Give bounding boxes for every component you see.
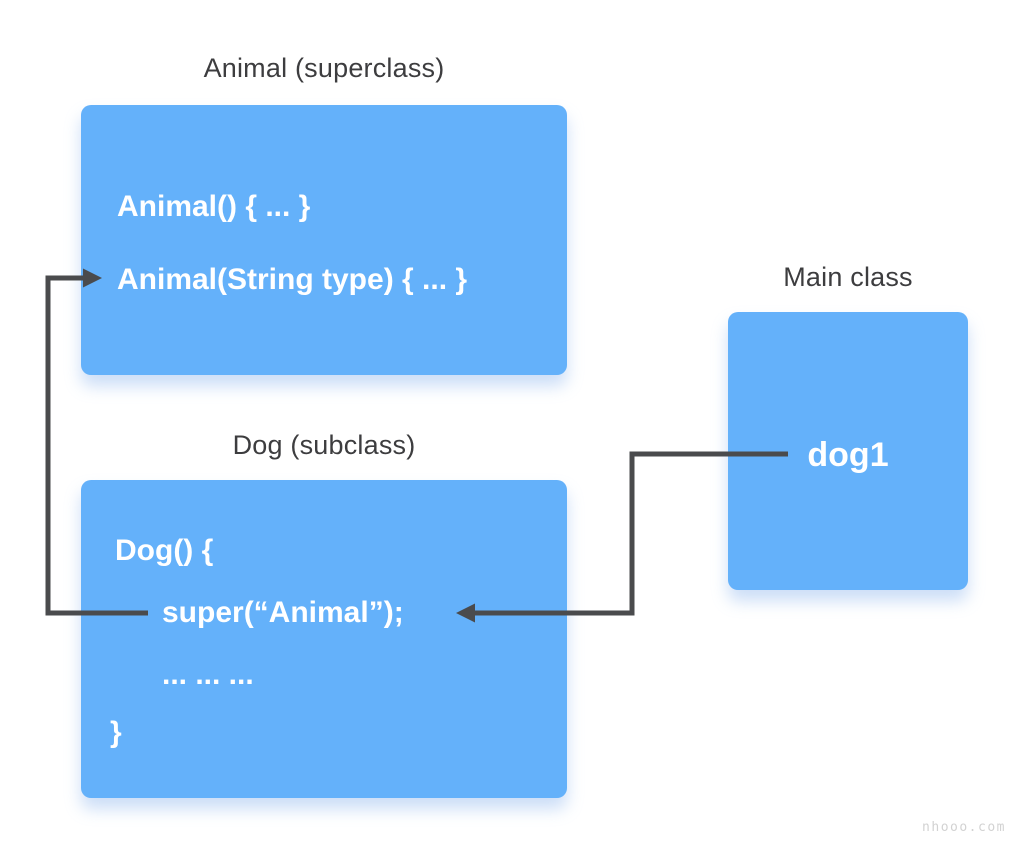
dog-constructor-close: } <box>110 716 122 749</box>
animal-noarg-constructor: Animal() { ... } <box>117 190 311 223</box>
dog-body-ellipsis: ... ... ... <box>162 658 254 691</box>
dog-subclass-label: Dog (subclass) <box>232 430 416 460</box>
main-class-box: dog1 <box>728 312 968 590</box>
super-call-statement: super(“Animal”); <box>162 596 404 629</box>
dog-constructor-open: Dog() { <box>115 534 214 567</box>
animal-superclass-label: Animal (superclass) <box>203 53 445 83</box>
dog1-object-reference: dog1 <box>807 436 889 474</box>
dog-subclass-box: Dog() { super(“Animal”); ... ... ... } <box>81 480 567 798</box>
animal-superclass-box: Animal() { ... } Animal(String type) { .… <box>81 105 567 375</box>
watermark: nhooo.com <box>922 820 1006 835</box>
main-class-label: Main class <box>783 262 913 292</box>
animal-string-constructor: Animal(String type) { ... } <box>117 263 468 296</box>
